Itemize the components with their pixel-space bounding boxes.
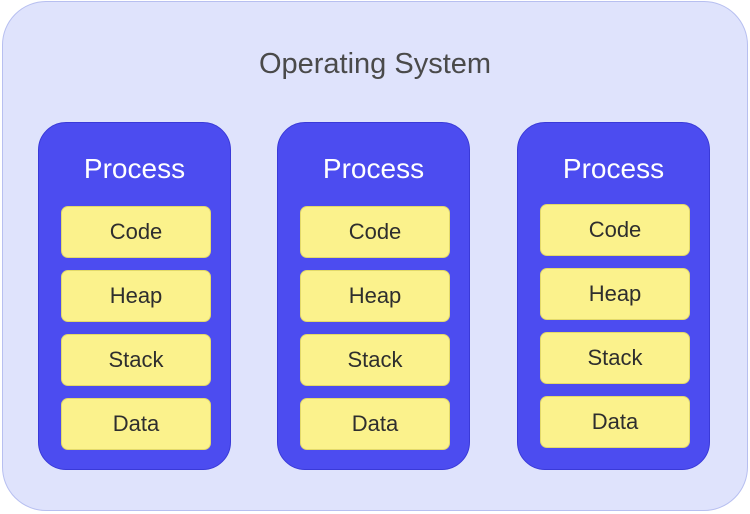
process-box-1: Process Code Heap Stack Data — [38, 122, 231, 470]
data-segment: Data — [61, 398, 211, 450]
process-title: Process — [83, 153, 186, 184]
heap-segment: Heap — [300, 270, 450, 322]
data-segment: Data — [300, 398, 450, 450]
stack-segment: Stack — [300, 334, 450, 386]
stack-segment: Stack — [540, 332, 690, 384]
process-title: Process — [322, 153, 425, 184]
code-segment: Code — [540, 204, 690, 256]
process-box-3: Process Code Heap Stack Data — [517, 122, 710, 470]
data-segment: Data — [540, 396, 690, 448]
heap-segment: Heap — [540, 268, 690, 320]
process-title: Process — [562, 153, 665, 184]
code-segment: Code — [300, 206, 450, 258]
operating-system-title: Operating System — [258, 48, 492, 80]
heap-segment: Heap — [61, 270, 211, 322]
code-segment: Code — [61, 206, 211, 258]
stack-segment: Stack — [61, 334, 211, 386]
process-box-2: Process Code Heap Stack Data — [277, 122, 470, 470]
